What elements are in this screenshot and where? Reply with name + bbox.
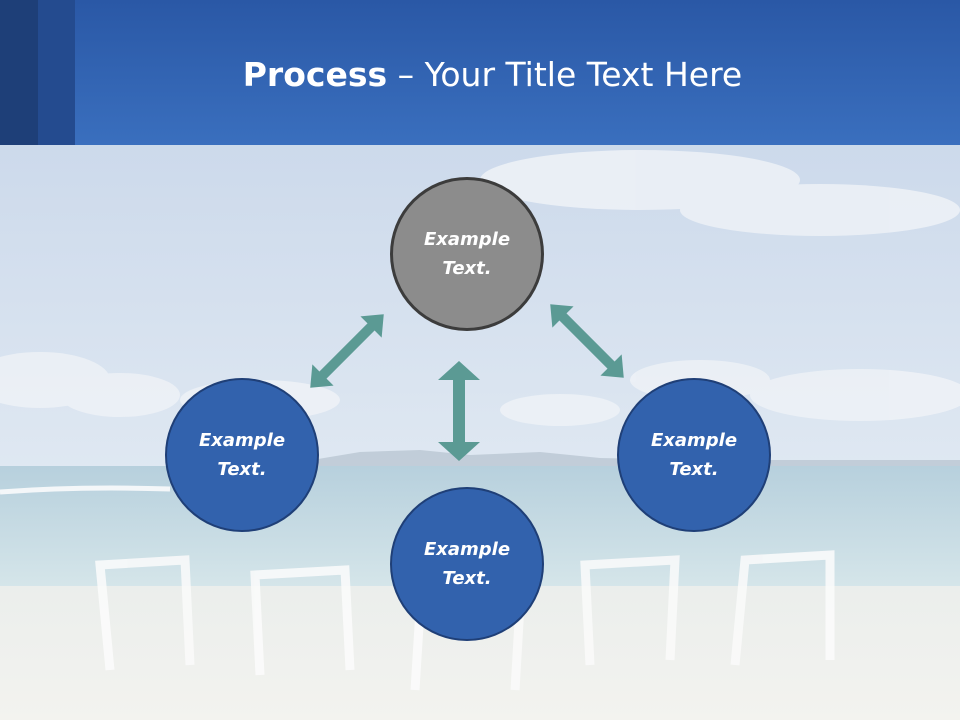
node-label-line-2: Text.: [442, 568, 492, 589]
node-label-line-1: Example: [423, 229, 511, 250]
node-label-line-1: Example: [423, 539, 511, 560]
node-label-line-2: Text.: [442, 258, 492, 279]
double-arrow-connector[interactable]: [438, 361, 480, 461]
process-node-right[interactable]: Example Text.: [617, 378, 771, 532]
header-accent-stripe: [0, 0, 38, 145]
process-node-top[interactable]: Example Text.: [390, 177, 544, 331]
title-bold-part: Process: [242, 55, 388, 94]
title-rest-part: – Your Title Text Here: [387, 55, 743, 94]
slide-title[interactable]: Process – Your Title Text Here: [0, 50, 960, 100]
node-label-line-1: Example: [650, 430, 738, 451]
header-accent-stripe: [38, 0, 75, 145]
header-band: [0, 0, 960, 145]
double-arrow-connector[interactable]: [300, 304, 395, 399]
node-label-line-2: Text.: [217, 459, 267, 480]
process-node-bottom[interactable]: Example Text.: [390, 487, 544, 641]
node-label-line-1: Example: [198, 430, 286, 451]
double-arrow-connector[interactable]: [540, 294, 635, 389]
process-node-left[interactable]: Example Text.: [165, 378, 319, 532]
node-label-line-2: Text.: [669, 459, 719, 480]
